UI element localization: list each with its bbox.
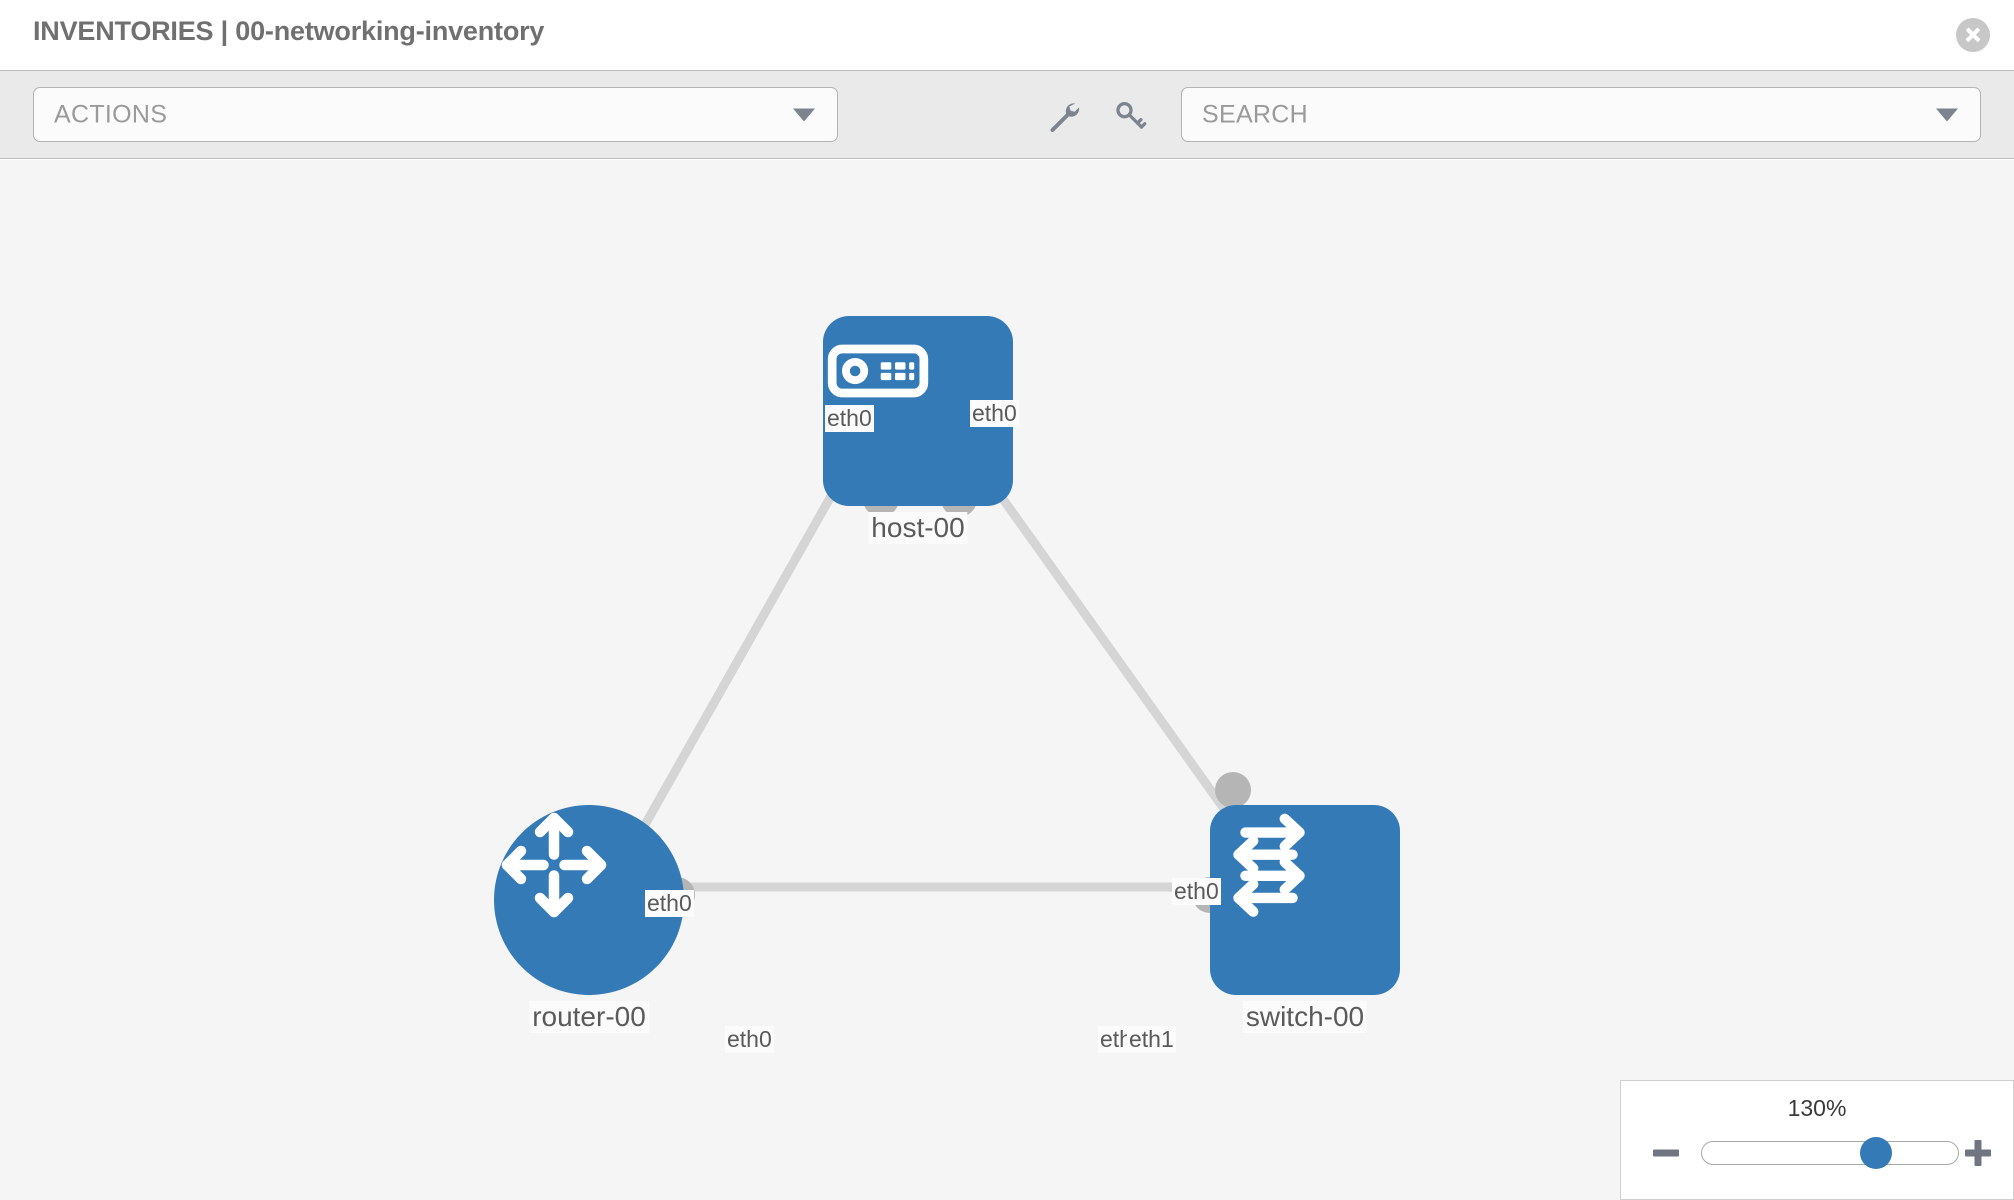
switch-exchange-arrows-icon [1233, 813, 1305, 917]
zoom-level-value: 130% [1787, 1095, 1847, 1121]
chevron-down-icon [793, 108, 815, 121]
page-title: INVENTORIES | 00-networking-inventory [33, 16, 545, 46]
actions-dropdown-label: ACTIONS [54, 100, 168, 128]
wrench-icon[interactable] [1040, 92, 1086, 138]
edge-label-host00-eth0-right: eth0 [970, 400, 1019, 427]
key-icon[interactable] [1108, 92, 1154, 138]
server-appliance-icon [827, 344, 929, 398]
connector-handle-switch00-top[interactable] [1215, 772, 1251, 808]
page-header: INVENTORIES | 00-networking-inventory [0, 0, 2014, 70]
edge-label-switch00-eth1: eth1 [1127, 1026, 1176, 1053]
edge-label-router00-eth0-right: eth0 [725, 1026, 774, 1053]
edge-label-switch00-eth0-up: eth0 [1172, 878, 1221, 905]
node-switch-00-label: switch-00 [1242, 1001, 1368, 1033]
search-placeholder: SEARCH [1202, 100, 1308, 128]
actions-dropdown[interactable]: ACTIONS [33, 87, 838, 142]
zoom-slider[interactable] [1701, 1137, 1959, 1169]
search-input[interactable]: SEARCH [1181, 87, 1981, 142]
node-router-00-label: router-00 [529, 1001, 649, 1033]
toolbar: ACTIONS SEARCH [0, 70, 2014, 159]
edge-label-host00-eth0-left: eth0 [825, 405, 874, 432]
edge-label-router00-eth0-up: eth0 [645, 890, 694, 917]
zoom-slider-thumb[interactable] [1860, 1137, 1893, 1169]
close-icon[interactable] [1956, 18, 1990, 52]
node-host-00-label: host-00 [868, 512, 968, 544]
topology-canvas[interactable]: host-00 eth0 eth0 router-00 eth0 [0, 160, 2014, 1200]
chevron-down-icon[interactable] [1936, 108, 1958, 121]
plus-icon[interactable] [1961, 1136, 1995, 1170]
node-switch-00-shape[interactable] [1210, 805, 1400, 995]
node-switch-00[interactable]: switch-00 [1192, 772, 1400, 1033]
zoom-control-panel: 130% [1620, 1080, 2014, 1200]
minus-icon[interactable] [1649, 1136, 1683, 1170]
router-four-arrows-icon [501, 812, 607, 918]
